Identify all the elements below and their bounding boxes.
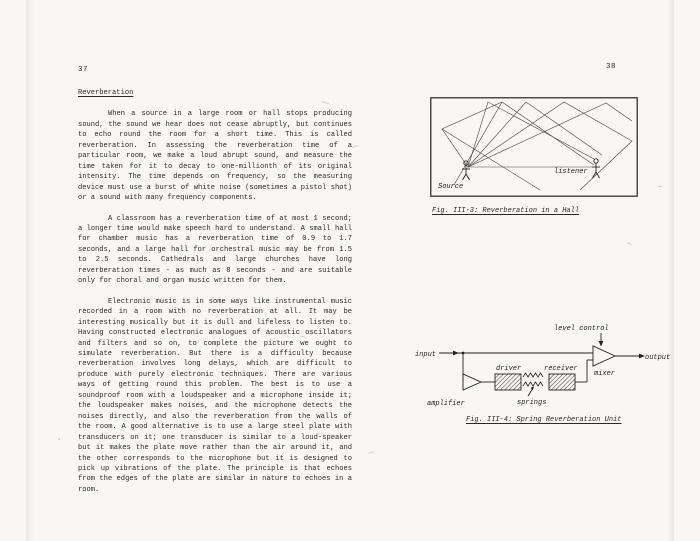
section-heading: Reverberation [78,89,134,97]
driver-box [494,373,522,391]
spring-coils [522,372,544,387]
paragraph-reverberation-intro: When a source in a large room or hall st… [78,110,352,203]
level-control-label: level control [554,325,609,333]
input-label: input [415,351,436,359]
receiver-box [548,373,576,391]
hall-outline [430,97,638,197]
fig3-caption: Fig. III-3: Reverberation in a Hall [432,207,580,215]
fig4-caption: Fig. III-4: Spring Reverberation Unit [466,416,622,424]
output-label: output [645,354,670,362]
arrowheads [453,341,645,391]
scan-noise-mark [352,144,358,149]
paragraph-reverberation-times: A classroom has a reverberation time of … [78,214,352,286]
source-label: Source [438,183,463,191]
amplifier-label: amplifier [427,400,465,408]
listener-label: listener [554,168,588,176]
page-number-left: 37 [78,66,89,74]
mixer-triangle [592,345,617,367]
driver-label: driver [496,365,521,373]
paragraph-electronic-music: Electronic music is in some ways like in… [78,297,352,494]
listener-stick-figure [592,158,600,179]
springs-label: springs [517,399,546,407]
scan-noise-mark [367,451,375,454]
scan-noise-mark [657,185,663,188]
amplifier-triangle [462,373,483,391]
signal-lines [439,333,643,397]
scan-noise-mark [627,241,632,246]
scan-noise-mark [58,438,60,440]
left-page-text-column: Reverberation When a source in a large r… [78,88,352,505]
source-stick-figure [462,160,470,181]
receiver-label: receiver [544,365,578,373]
page-edge-shadow-left [26,0,34,541]
sound-ray-paths [441,101,633,191]
page-edge-shadow-right [666,0,674,541]
figure-reverberation-hall: Source listener [430,97,638,197]
figure-spring-reverb-unit: input amplifier driver springs receiver … [415,325,670,408]
page-number-right: 38 [606,63,617,71]
junction-dot [461,351,465,355]
mixer-label: mixer [594,370,615,378]
